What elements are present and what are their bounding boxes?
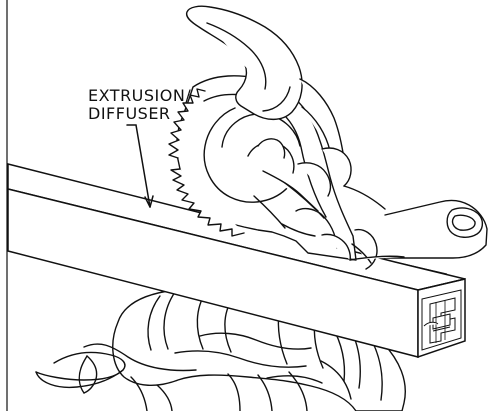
saw-handle-motor bbox=[185, 5, 488, 261]
leader-arrow bbox=[126, 124, 154, 208]
label-line-1: EXTRUSION/ bbox=[88, 86, 192, 105]
label-line-2: DIFFUSER bbox=[88, 104, 171, 123]
extrusion-diffuser-label: EXTRUSION/ DIFFUSER bbox=[88, 87, 191, 123]
saw-blade-guard bbox=[168, 75, 378, 270]
